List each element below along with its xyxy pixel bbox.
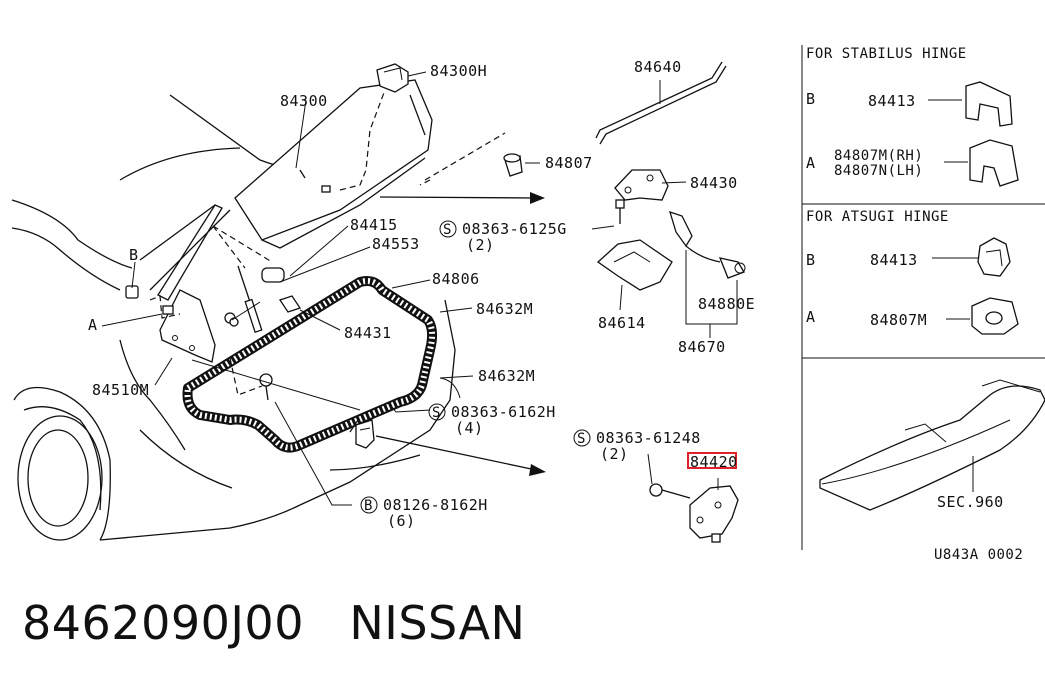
svg-text:B: B: [364, 498, 373, 514]
part-labels: 84300H 84300 84640 84807 84430 84415 845…: [88, 58, 1004, 530]
stabilus-row-a-part-rh: 84807M(RH): [834, 148, 923, 164]
fastener-s2-qty: (4): [455, 419, 484, 437]
label-84670: 84670: [678, 338, 726, 356]
weatherstrip-seal: [182, 276, 438, 453]
callout-b: B: [129, 246, 139, 264]
bumper-84807: [503, 153, 540, 177]
panel-borders: [801, 45, 1045, 550]
label-84300h: 84300H: [430, 62, 487, 80]
cable-84670: [669, 210, 746, 338]
stabilus-row-a-letter: A: [806, 154, 816, 172]
label-84880e: 84880E: [698, 295, 755, 313]
fastener-s2-code: 08363-6162H: [451, 403, 556, 421]
svg-text:S: S: [577, 431, 586, 447]
body-bolts: [125, 285, 273, 401]
label-sec960: SEC.960: [937, 493, 1004, 511]
stabilus-row-a-part-lh: 84807N(LH): [834, 163, 923, 179]
clip-84300h: [376, 63, 409, 93]
footer-part-title: 8462090J00 NISSAN: [22, 596, 525, 650]
atsugi-title: FOR ATSUGI HINGE: [806, 209, 949, 225]
stabilus-row-b-letter: B: [806, 90, 816, 108]
label-84510m: 84510M: [92, 381, 149, 399]
label-84807: 84807: [545, 154, 593, 172]
s-symbol-3: S: [573, 429, 591, 447]
stabilus-title: FOR STABILUS HINGE: [806, 46, 967, 62]
fastener-s1-qty: (2): [466, 236, 495, 254]
label-84430: 84430: [690, 174, 738, 192]
footer-part-number: 8462090J00: [22, 596, 304, 650]
atsugi-clip-84413: [932, 237, 1011, 277]
atsugi-row-a-letter: A: [806, 308, 816, 326]
stabilus-bumper-84807m: [944, 139, 1019, 187]
label-84614: 84614: [598, 314, 646, 332]
footer-brand: NISSAN: [349, 596, 526, 650]
torsion-rod-84640: [595, 61, 727, 145]
fastener-84431: [278, 295, 302, 313]
fastener-b1-qty: (6): [387, 512, 416, 530]
cover-84614: [596, 239, 673, 311]
lock-84420: [647, 453, 739, 543]
car-body-outline: [11, 94, 456, 541]
svg-text:S: S: [432, 405, 441, 421]
label-84431: 84431: [344, 324, 392, 342]
direction-arrows: [375, 192, 546, 476]
fastener-s3-code: 08363-61248: [596, 429, 701, 447]
label-84415: 84415: [350, 216, 398, 234]
latch-84430: [614, 169, 687, 201]
label-84640: 84640: [634, 58, 682, 76]
s-symbol-2: S: [428, 403, 446, 421]
b-symbol-1: B: [360, 496, 378, 514]
label-84806: 84806: [432, 270, 480, 288]
s-symbol-1: S: [439, 220, 457, 238]
hinge-arm: [157, 204, 223, 363]
atsugi-row-b-letter: B: [806, 251, 816, 269]
rear-spoiler: [819, 379, 1045, 511]
gas-strut: [237, 265, 285, 333]
fastener-s3-qty: (2): [600, 445, 629, 463]
label-84553: 84553: [372, 235, 420, 253]
drawing-code: U843A 0002: [934, 547, 1023, 563]
label-84632m-a: 84632M: [476, 300, 533, 318]
bolt-6125g: [591, 199, 625, 230]
atsugi-panel: FOR ATSUGI HINGE B 84413 A 84807M: [806, 209, 949, 329]
stabilus-clip-84413: [928, 81, 1013, 127]
fastener-s1-code: 08363-6125G: [462, 220, 567, 238]
atsugi-row-b-part: 84413: [870, 251, 918, 269]
label-84300: 84300: [280, 92, 328, 110]
fastener-b1-code: 08126-8162H: [383, 496, 488, 514]
striker-bracket: [355, 419, 375, 449]
trunk-lid: [234, 79, 433, 249]
callout-a: A: [88, 316, 98, 334]
label-84632m-b: 84632M: [478, 367, 535, 385]
highlight-box-84420: [687, 452, 737, 469]
stabilus-panel: FOR STABILUS HINGE B 84413 A 84807M(RH) …: [806, 46, 967, 179]
atsugi-row-a-part: 84807M: [870, 311, 927, 329]
leader-lines-main: [101, 71, 506, 506]
atsugi-bumper-84807m: [946, 297, 1019, 335]
label-84420: 84420: [690, 453, 738, 471]
svg-text:S: S: [443, 222, 452, 238]
stabilus-row-b-part: 84413: [868, 92, 916, 110]
